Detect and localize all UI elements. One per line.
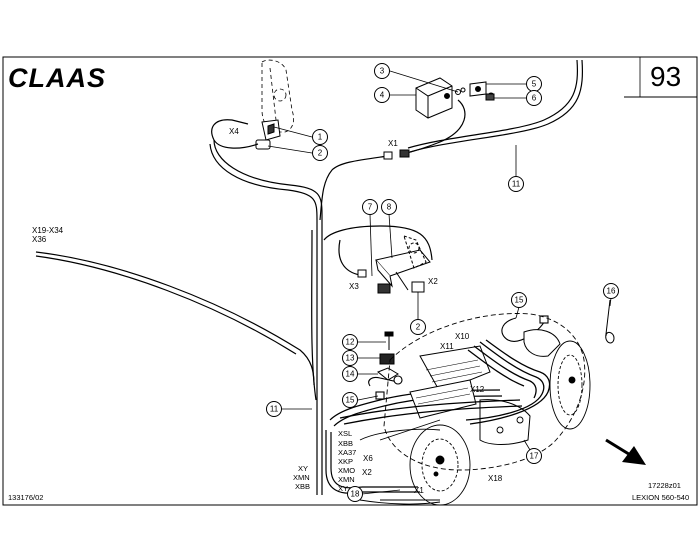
pump-assembly bbox=[359, 313, 591, 506]
callout-7: 7 bbox=[362, 199, 378, 277]
callout-6: 6 bbox=[494, 90, 542, 106]
callout-14: 14 bbox=[342, 366, 378, 382]
label-x1-top: X1 bbox=[388, 139, 398, 148]
callout-12: 12 bbox=[342, 334, 386, 350]
label-x11: X11 bbox=[440, 342, 454, 351]
callout-11-top: 11 bbox=[508, 145, 524, 192]
callout-13: 13 bbox=[342, 350, 380, 366]
hardware-parts bbox=[377, 331, 399, 381]
svg-text:16: 16 bbox=[607, 287, 616, 296]
svg-text:5: 5 bbox=[532, 80, 537, 89]
callout-17: 17 bbox=[523, 439, 542, 464]
svg-text:XSL: XSL bbox=[338, 429, 352, 438]
svg-text:7: 7 bbox=[368, 203, 373, 212]
label-x3: X3 bbox=[349, 282, 359, 291]
callout-2-lower: 2 bbox=[410, 292, 426, 335]
svg-text:XY: XY bbox=[298, 464, 308, 473]
callout-18: 18 bbox=[347, 486, 401, 502]
label-x6: X6 bbox=[363, 454, 373, 463]
label-x1-bottom: X1 bbox=[414, 486, 424, 495]
svg-text:XY: XY bbox=[338, 484, 348, 493]
callout-8: 8 bbox=[381, 199, 397, 259]
svg-text:18: 18 bbox=[351, 490, 360, 499]
model-name: LEXION 560-540 bbox=[632, 493, 689, 502]
svg-text:3: 3 bbox=[380, 67, 385, 76]
svg-text:13: 13 bbox=[346, 354, 355, 363]
label-x2-mid: X2 bbox=[428, 277, 438, 286]
page-number: 93 bbox=[650, 61, 681, 92]
svg-text:XKP: XKP bbox=[338, 457, 353, 466]
svg-text:1: 1 bbox=[318, 133, 323, 142]
svg-text:XMN: XMN bbox=[338, 475, 355, 484]
label-x36: X36 bbox=[32, 235, 47, 244]
svg-text:2: 2 bbox=[318, 149, 323, 158]
sensor-assembly-7-8 bbox=[357, 235, 431, 294]
svg-text:15: 15 bbox=[515, 296, 524, 305]
callout-4: 4 bbox=[374, 87, 416, 103]
svg-text:14: 14 bbox=[346, 370, 355, 379]
svg-text:15: 15 bbox=[346, 396, 355, 405]
sheet-border bbox=[2, 56, 698, 506]
callout-15-right: 15 bbox=[511, 292, 527, 319]
sensor-bracket-top bbox=[255, 119, 281, 150]
label-x18: X18 bbox=[488, 474, 503, 483]
svg-text:XBB: XBB bbox=[338, 439, 353, 448]
callout-15-left: 15 bbox=[342, 392, 379, 408]
claas-logo: CLAAS bbox=[8, 63, 106, 93]
label-x2-bottom: X2 bbox=[362, 468, 372, 477]
wire-labels-left: XY XMN XBB bbox=[293, 464, 310, 491]
svg-text:XBB: XBB bbox=[295, 482, 310, 491]
connector-x1-top bbox=[383, 149, 410, 160]
doc-number: 133176/02 bbox=[8, 493, 43, 502]
svg-text:11: 11 bbox=[512, 180, 521, 189]
svg-text:8: 8 bbox=[387, 203, 392, 212]
svg-text:11: 11 bbox=[270, 405, 279, 414]
callout-1: 1 bbox=[273, 126, 328, 145]
svg-text:XMO: XMO bbox=[338, 466, 355, 475]
drawing-id: 17228z01 bbox=[648, 481, 681, 490]
callout-2: 2 bbox=[267, 145, 328, 161]
wire-labels-center: XSL XBB XA37 XKP XMO XMN XY bbox=[338, 429, 356, 493]
direction-arrow-icon bbox=[605, 438, 646, 465]
label-x10: X10 bbox=[455, 332, 470, 341]
cable-tie-16 bbox=[605, 299, 615, 344]
svg-text:XMN: XMN bbox=[293, 473, 310, 482]
label-x12: X12 bbox=[470, 385, 485, 394]
pump-harness bbox=[339, 339, 551, 425]
control-module bbox=[415, 77, 495, 119]
label-x4: X4 bbox=[229, 127, 239, 136]
svg-text:12: 12 bbox=[346, 338, 355, 347]
svg-text:6: 6 bbox=[532, 94, 537, 103]
callout-11-bottom: 11 bbox=[266, 401, 312, 417]
svg-text:2: 2 bbox=[416, 323, 421, 332]
svg-text:XA37: XA37 bbox=[338, 448, 356, 457]
callout-5: 5 bbox=[486, 76, 542, 92]
svg-text:17: 17 bbox=[530, 452, 539, 461]
label-x19-x34: X19-X34 bbox=[32, 226, 64, 235]
callout-3: 3 bbox=[374, 63, 459, 93]
svg-text:4: 4 bbox=[380, 91, 385, 100]
callout-16: 16 bbox=[603, 283, 619, 307]
